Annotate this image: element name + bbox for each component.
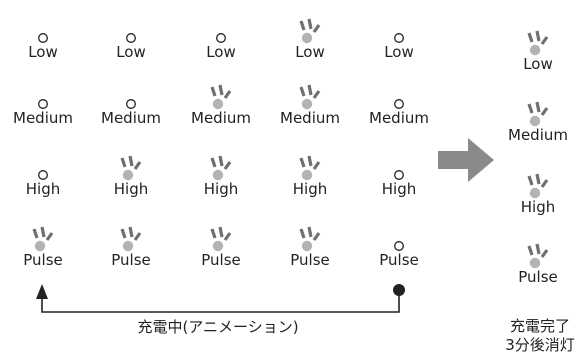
level-label-pulse: Pulse [201, 251, 241, 269]
level-label-low: Low [206, 43, 236, 61]
led-state-grid: LowMediumHighPulseLowMediumHighPulseLowM… [13, 18, 429, 269]
led-lit-icon [527, 173, 549, 199]
led-off-icon [38, 33, 48, 43]
led-lit-icon [527, 243, 549, 269]
level-label-low: Low [28, 43, 58, 61]
led-lit-icon [527, 101, 549, 127]
level-label-high: High [26, 180, 60, 198]
led-off-icon [394, 241, 404, 251]
level-label-medium: Medium [191, 109, 251, 127]
level-label-pulse: Pulse [379, 251, 419, 269]
right-arrow-icon [438, 138, 494, 182]
complete-caption-line1: 充電完了 [510, 317, 570, 335]
level-label-pulse: Pulse [111, 251, 151, 269]
led-off-icon [394, 170, 404, 180]
dot-icon [393, 284, 405, 296]
level-label-pulse: Pulse [290, 251, 330, 269]
led-lit-icon [32, 226, 54, 252]
loop-line [41, 290, 400, 313]
led-off-icon [38, 99, 48, 109]
level-label-medium: Medium [508, 126, 568, 144]
led-lit-icon [210, 155, 232, 181]
complete-caption-line2: 3分後消灯 [505, 336, 575, 354]
led-lit-icon [299, 155, 321, 181]
level-label-high: High [293, 180, 327, 198]
led-off-icon [394, 33, 404, 43]
level-label-low: Low [295, 43, 325, 61]
loop-connector [36, 284, 405, 313]
level-label-medium: Medium [13, 109, 73, 127]
level-label-high: High [521, 198, 555, 216]
led-off-icon [126, 99, 136, 109]
led-lit-icon [299, 18, 321, 44]
level-label-medium: Medium [280, 109, 340, 127]
charging-caption: 充電中(アニメーション) [137, 318, 298, 336]
led-lit-icon [120, 226, 142, 252]
level-label-pulse: Pulse [23, 251, 63, 269]
level-label-low: Low [116, 43, 146, 61]
level-label-pulse: Pulse [518, 268, 558, 286]
led-lit-icon [120, 155, 142, 181]
led-lit-icon [210, 226, 232, 252]
level-label-high: High [114, 180, 148, 198]
led-off-icon [216, 33, 226, 43]
led-lit-icon [299, 226, 321, 252]
arrowhead-up-icon [36, 284, 48, 299]
led-off-icon [394, 99, 404, 109]
level-label-low: Low [384, 43, 414, 61]
led-lit-icon [299, 84, 321, 110]
led-lit-icon [210, 84, 232, 110]
led-off-icon [38, 170, 48, 180]
level-label-high: High [382, 180, 416, 198]
level-label-medium: Medium [101, 109, 161, 127]
led-off-icon [126, 33, 136, 43]
level-label-low: Low [523, 55, 553, 73]
level-label-high: High [204, 180, 238, 198]
led-lit-icon [527, 30, 549, 56]
level-label-medium: Medium [369, 109, 429, 127]
